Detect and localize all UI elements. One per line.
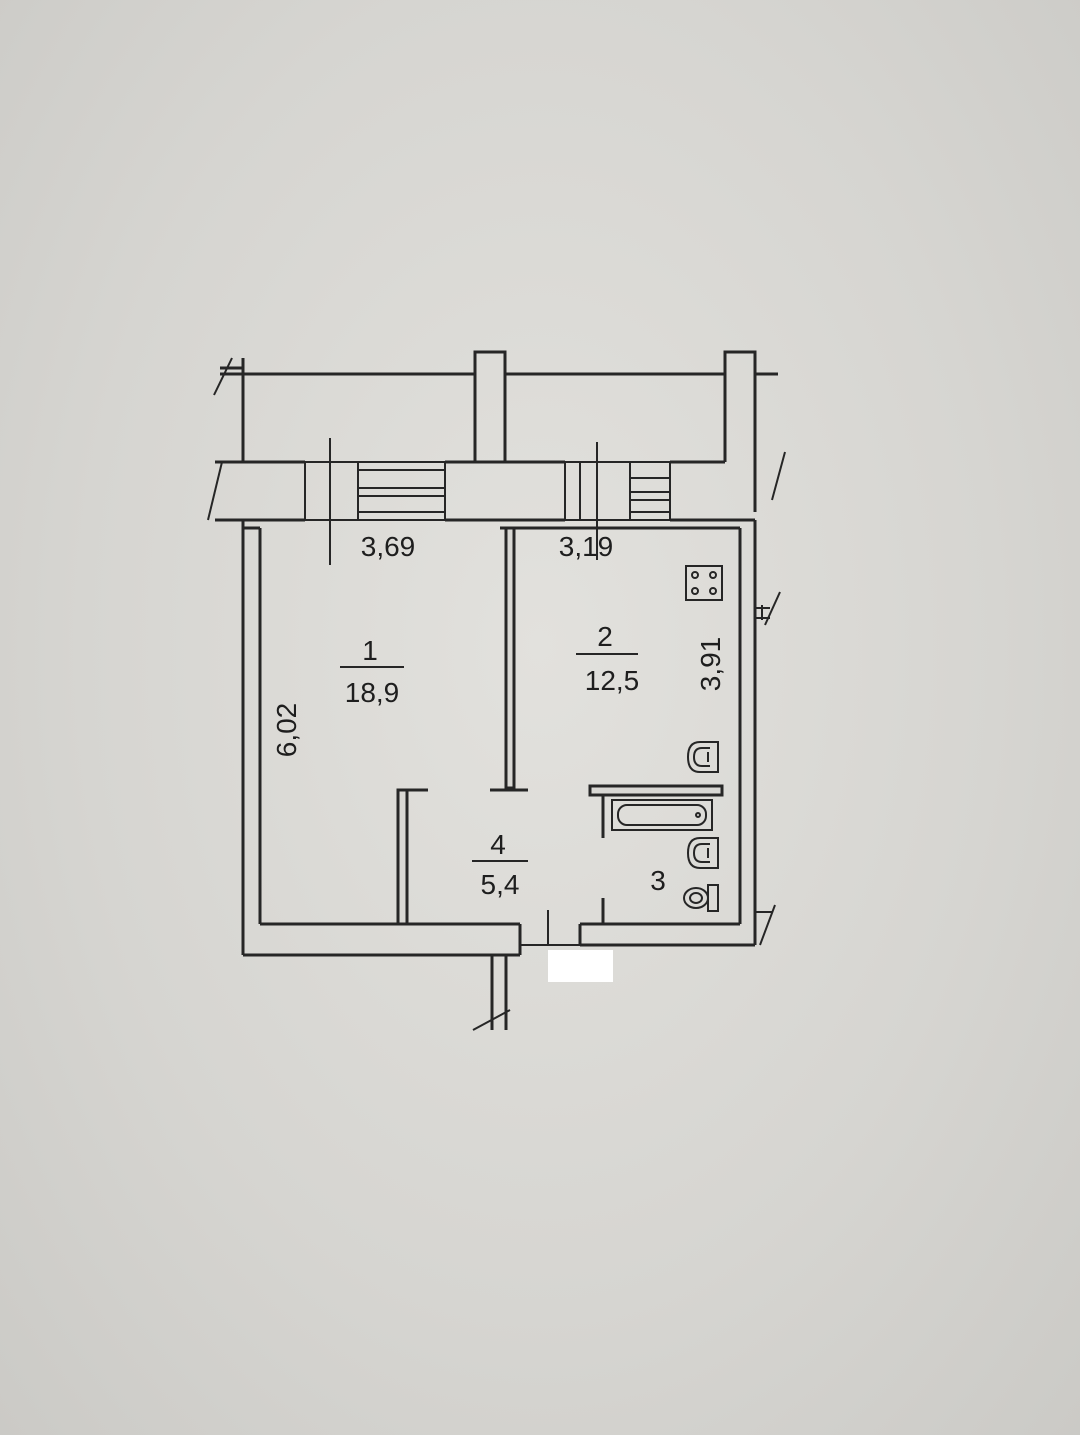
- room1-number: 1: [362, 635, 378, 666]
- room4-number: 4: [490, 829, 506, 860]
- room1-width-label: 3,69: [361, 531, 416, 562]
- room2-area: 12,5: [585, 665, 640, 696]
- outer-wall-top: [207, 460, 755, 522]
- room3-number: 3: [650, 865, 666, 896]
- toilet-icon: [683, 884, 719, 912]
- bathroom-sink-icon: [686, 837, 719, 869]
- partition-room1-room2: [490, 526, 528, 792]
- bathtub-icon: [611, 799, 713, 831]
- balcony: [213, 350, 786, 512]
- room1-area: 18,9: [345, 677, 400, 708]
- room2-width-label: 3,19: [559, 531, 614, 562]
- room4-area: 5,4: [481, 869, 520, 900]
- window-room1: [304, 438, 446, 565]
- window-room2: [564, 442, 671, 560]
- room2-number: 2: [597, 621, 613, 652]
- bathroom-partition: [588, 784, 724, 924]
- room2-depth-label: 3,91: [695, 637, 726, 692]
- partition-room1-hall: [396, 788, 428, 926]
- stair-stub: [472, 950, 613, 1031]
- redaction-patch: [548, 950, 613, 982]
- apartment-walls: [241, 520, 781, 957]
- room1-depth-label: 6,02: [271, 703, 302, 758]
- kitchen-sink-icon: [686, 741, 719, 773]
- stove-icon: [685, 565, 723, 601]
